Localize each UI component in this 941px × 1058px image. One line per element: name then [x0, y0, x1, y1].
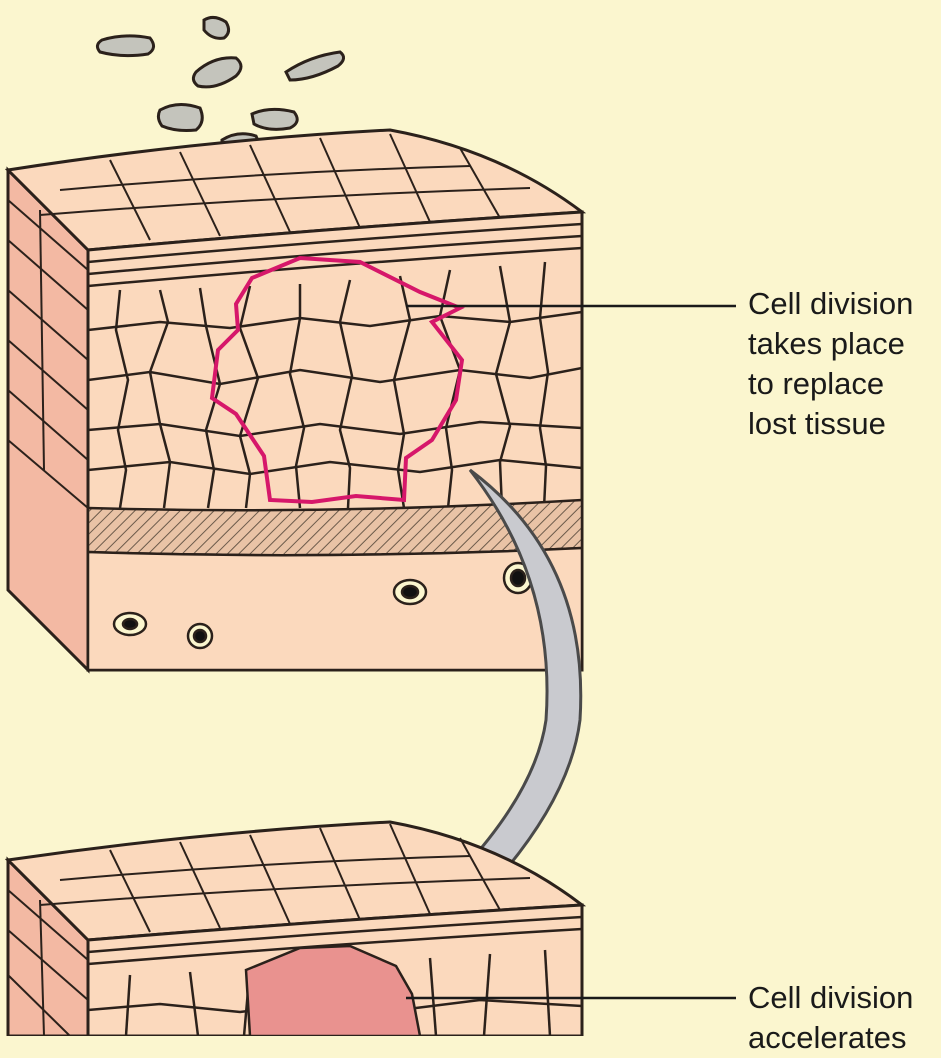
side-face: [6, 166, 90, 674]
shed-cell: [284, 50, 345, 82]
shed-cell: [250, 107, 299, 131]
shed-cell: [202, 15, 231, 40]
shed-cell: [191, 56, 243, 89]
skin-tissue-diagram: [4, 15, 736, 1036]
dividing-cells-outline: [209, 255, 465, 505]
label-cell-division-accelerates: Cell division accelerates: [748, 980, 914, 1055]
blood-vessels: [112, 561, 534, 650]
shed-cell: [95, 34, 155, 58]
label-cell-division-replace: Cell division takes place to replace los…: [748, 286, 914, 441]
cell-grid: [88, 261, 582, 509]
accelerated-division-cells: [244, 944, 422, 1036]
tissue-block-bottom: [4, 820, 587, 1036]
tissue-block-top: [4, 128, 587, 674]
shed-cell: [156, 103, 204, 132]
